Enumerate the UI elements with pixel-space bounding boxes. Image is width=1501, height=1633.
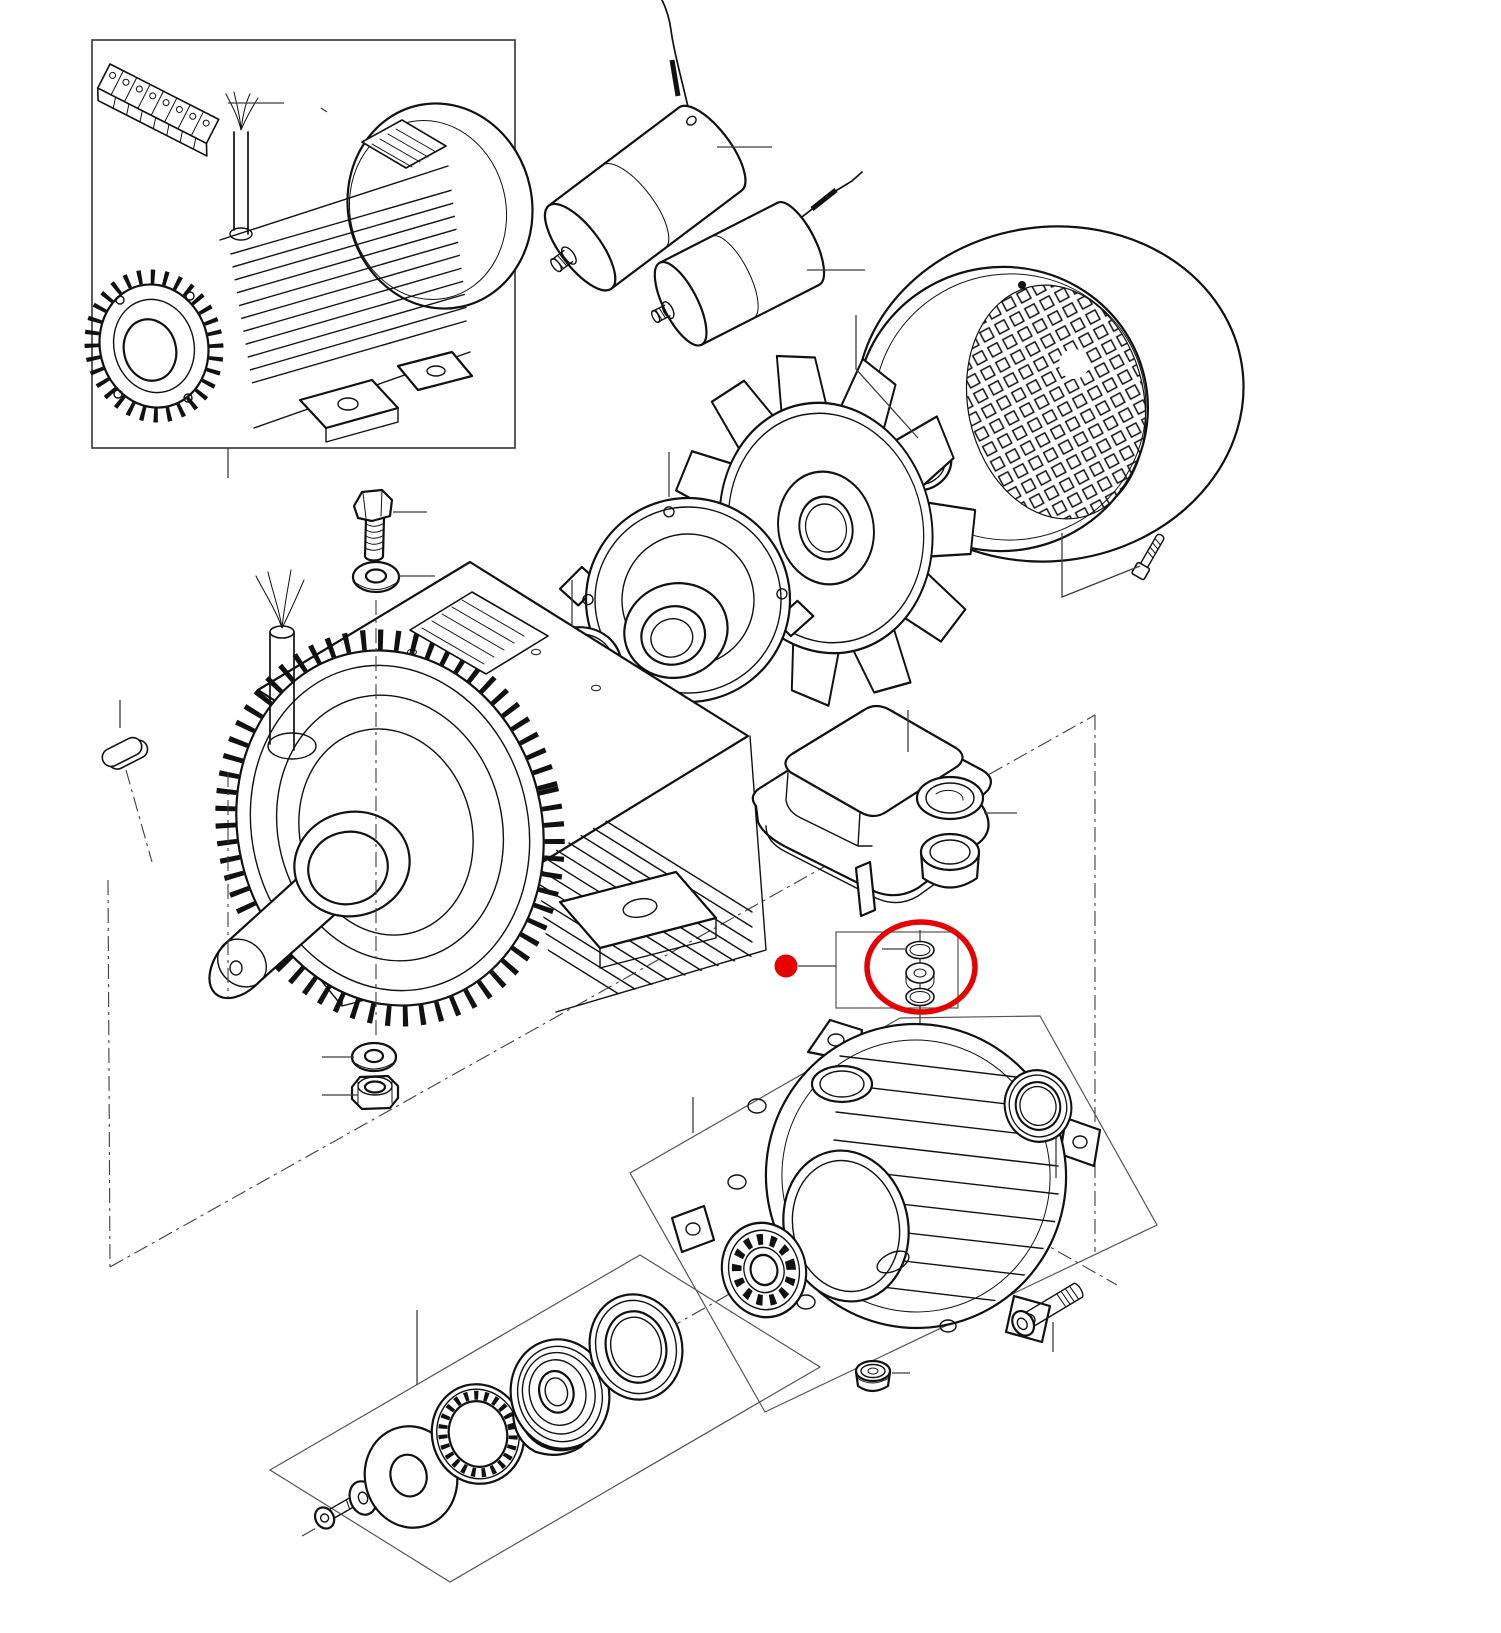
thrust-ring[interactable] [421, 1374, 534, 1493]
capacitor-small[interactable] [632, 171, 863, 359]
nameplate-inset [361, 119, 447, 169]
motor-body[interactable] [186, 560, 767, 1077]
nameplate [409, 591, 549, 675]
seal-kit-outline [268, 1254, 822, 1583]
motor-assembly-inset[interactable] [77, 86, 551, 443]
fan-cover-grille [965, 284, 1147, 520]
socket-head-screw[interactable] [1008, 1278, 1087, 1340]
washer-upper[interactable] [351, 560, 401, 594]
shaft-key[interactable] [99, 733, 150, 774]
capacitor-large[interactable] [522, 0, 757, 309]
terminal-block[interactable] [93, 63, 224, 157]
oring-kit-box [835, 931, 959, 1009]
hex-nut[interactable] [350, 1074, 400, 1111]
drain-plug[interactable] [854, 1359, 892, 1393]
oil-seal-ring[interactable] [996, 1062, 1080, 1149]
hex-bolt[interactable] [352, 488, 394, 562]
bearing-flange[interactable] [545, 470, 828, 731]
washer-lower[interactable] [350, 1041, 398, 1073]
selected-part-marker[interactable] [774, 954, 798, 978]
oil-tank[interactable] [751, 704, 993, 918]
seal-ring[interactable] [579, 1284, 694, 1409]
pump-housing[interactable] [670, 1000, 1102, 1351]
motor-foot [558, 870, 718, 950]
oil-tank-lid [784, 704, 964, 818]
motor-cable [269, 631, 295, 751]
leader-lines [119, 102, 1141, 1385]
support-disc[interactable] [354, 1416, 470, 1538]
o-ring-seal-set[interactable] [905, 940, 935, 1007]
highlight-ellipse[interactable] [864, 919, 978, 1015]
